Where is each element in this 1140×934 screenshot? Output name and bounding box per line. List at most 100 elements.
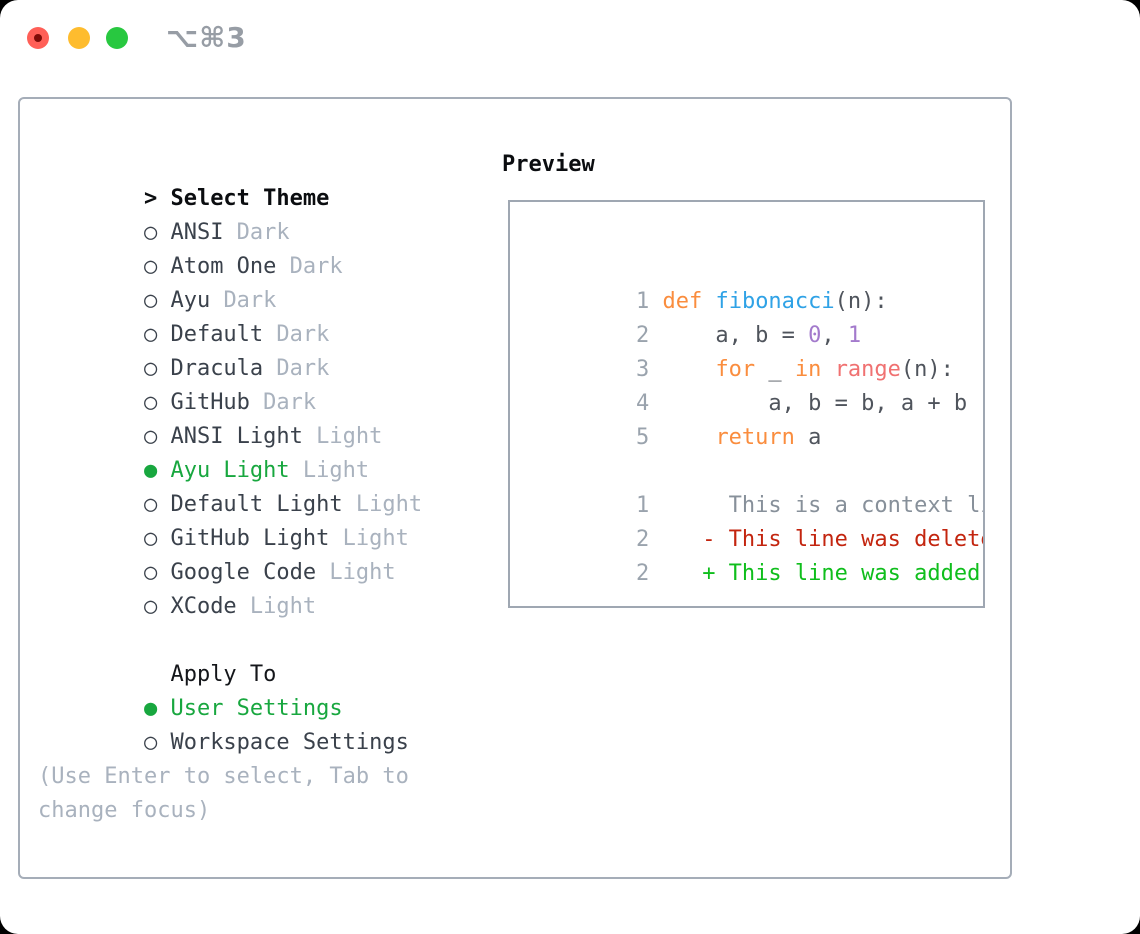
apply-to-title: Apply To (170, 662, 277, 687)
code-token: def (662, 289, 703, 314)
theme-name: Google Code (170, 560, 317, 585)
line-number: 4 (635, 391, 650, 416)
code-token (702, 289, 715, 314)
line-number: 2 (635, 561, 650, 586)
line-number: 1 (635, 493, 650, 518)
theme-name: XCode (170, 594, 237, 619)
theme-variant: Light (316, 424, 383, 449)
line-number: 2 (635, 527, 650, 552)
diff-text: - This line was deleted. (662, 527, 985, 552)
preview-title: Preview (502, 152, 595, 177)
close-button[interactable] (27, 27, 49, 49)
zoom-button[interactable] (106, 27, 128, 49)
radio-icon: ○ (143, 390, 158, 415)
code-token: a (794, 425, 822, 450)
diff-context-line: 1 This is a context line. (530, 455, 983, 518)
theme-item-xcode[interactable]: ○ XCode Light (38, 556, 422, 619)
apply-to-option-label: User Settings (170, 696, 343, 721)
theme-variant: Dark (263, 390, 317, 415)
code-token: , (821, 323, 848, 348)
line-number: 2 (635, 323, 650, 348)
theme-name: Default Light (170, 492, 343, 517)
diff-added-line: 2 + This line was added. (530, 523, 983, 586)
theme-item-ayu-dark[interactable]: ○ Ayu Dark (38, 250, 422, 313)
code-token: range (834, 357, 901, 382)
code-token: 1 (847, 323, 862, 348)
line-number: 1 (635, 289, 650, 314)
apply-to-header: Apply To (38, 624, 422, 687)
theme-name: Ayu Light (170, 458, 290, 483)
code-line: 4 a, b = b, a + b (530, 353, 983, 416)
code-token: a, b = (662, 323, 809, 348)
select-theme-header: > Select Theme (38, 148, 422, 211)
code-token: return (715, 425, 795, 450)
theme-variant: Light (302, 458, 370, 483)
theme-item-default-dark[interactable]: ○ Default Dark (38, 284, 422, 347)
radio-icon: ○ (143, 594, 158, 619)
minimize-button[interactable] (68, 27, 90, 49)
theme-name: Ayu (170, 288, 211, 313)
theme-variant: Dark (236, 220, 290, 245)
close-button-dot (34, 34, 42, 42)
theme-name: ANSI (170, 220, 224, 245)
code-token: for (715, 357, 756, 382)
prompt-arrow-icon: > (143, 186, 158, 211)
theme-variant: Dark (276, 322, 330, 347)
theme-variant: Dark (223, 288, 277, 313)
diff-text: This is a context line. (728, 493, 983, 518)
preview-box: 1 def fibonacci(n): 2 a, b = 0, 1 3 for _… (508, 200, 985, 608)
apply-to-workspace-settings[interactable]: ○ Workspace Settings (38, 692, 422, 755)
radio-icon: ○ (143, 560, 158, 585)
theme-item-github-light[interactable]: ○ GitHub Light Light (38, 488, 422, 551)
theme-name: Atom One (170, 254, 277, 279)
radio-icon: ○ (143, 526, 158, 551)
code-token: 0 (808, 323, 822, 348)
code-token: (n): (834, 289, 888, 314)
code-token: a, b = b, a + b (662, 391, 968, 416)
line-number: 5 (635, 425, 650, 450)
diff-deleted-line: 2 - This line was deleted. (530, 489, 983, 552)
diff-text: + This line was added. (662, 561, 985, 586)
theme-variant: Light (355, 492, 423, 517)
theme-variant: Light (249, 594, 317, 619)
theme-name: GitHub (170, 390, 250, 415)
help-text-line-1: (Use Enter to select, Tab to (38, 764, 409, 789)
radio-icon: ○ (143, 254, 158, 279)
radio-icon: ○ (143, 356, 158, 381)
radio-icon: ○ (143, 424, 158, 449)
help-text-line-2: change focus) (38, 798, 211, 823)
radio-icon: ○ (143, 322, 158, 347)
radio-selected-icon: ● (143, 458, 158, 483)
line-number: 3 (635, 357, 650, 382)
code-token: in (794, 357, 822, 382)
theme-variant: Dark (276, 356, 330, 381)
code-token: fibonacci (715, 289, 835, 314)
code-line: 3 for _ in range(n): (530, 319, 983, 382)
theme-item-github-dark[interactable]: ○ GitHub Dark (38, 352, 422, 415)
code-token (662, 357, 715, 382)
theme-name: Default (170, 322, 264, 347)
radio-icon: ○ (143, 288, 158, 313)
code-line: 2 a, b = 0, 1 (530, 285, 983, 348)
theme-item-ayu-light[interactable]: ● Ayu Light Light (38, 420, 422, 483)
select-theme-title: Select Theme (170, 186, 330, 211)
apply-to-option-label: Workspace Settings (170, 730, 409, 755)
code-token: _ (755, 357, 795, 382)
theme-item-atom-one-dark[interactable]: ○ Atom One Dark (38, 216, 422, 279)
apply-to-user-settings[interactable]: ●User Settings (38, 658, 422, 721)
theme-variant: Dark (289, 254, 343, 279)
titlebar: ⌥⌘3 (0, 0, 1140, 76)
code-line: 5 return a (530, 387, 983, 450)
radio-icon: ○ (143, 730, 158, 755)
code-token (662, 425, 715, 450)
theme-name: GitHub Light (170, 526, 330, 551)
window-title: ⌥⌘3 (166, 21, 247, 54)
